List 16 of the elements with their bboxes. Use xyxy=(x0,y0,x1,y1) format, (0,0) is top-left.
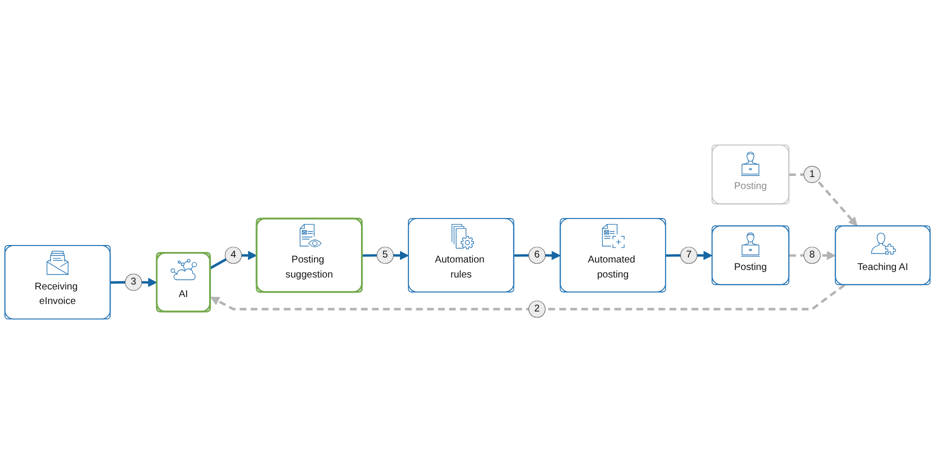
edge-label: 2 xyxy=(534,304,540,314)
edge-label: 1 xyxy=(809,168,815,180)
edge-label: 4 xyxy=(230,250,236,260)
arrow xyxy=(789,250,836,260)
arrow xyxy=(789,173,858,226)
arrow xyxy=(362,250,410,260)
edge-label: 6 xyxy=(534,250,540,260)
arrow xyxy=(666,250,713,260)
arrow xyxy=(210,284,846,310)
edge-label: 7 xyxy=(686,250,692,260)
arrow xyxy=(514,250,561,260)
arrow xyxy=(210,250,258,270)
edge-label: 8 xyxy=(809,250,815,260)
arrow xyxy=(110,278,158,287)
edge-label: 5 xyxy=(382,250,388,260)
edge-label: 3 xyxy=(130,276,136,288)
